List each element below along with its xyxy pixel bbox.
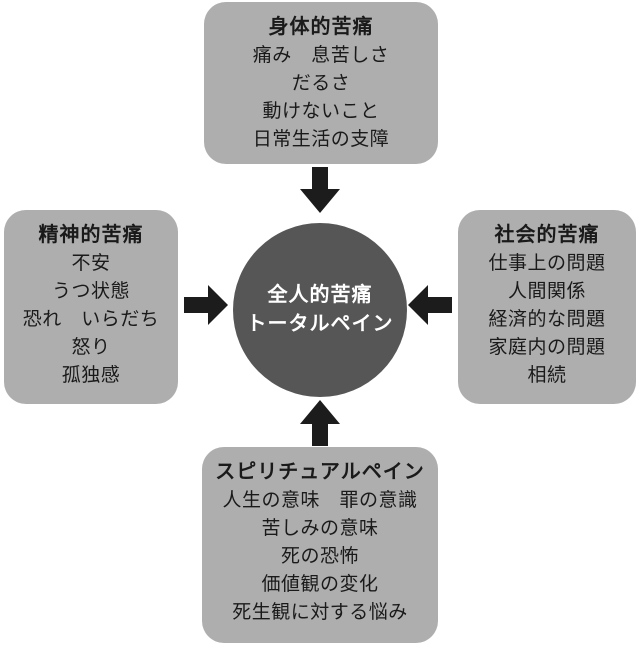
spiritual-pain-item: 人生の意味 罪の意識 xyxy=(222,490,418,511)
spiritual-pain-item: 死の恐怖 xyxy=(280,546,359,567)
mental-pain-item: うつ状態 xyxy=(51,281,130,302)
physical-pain-box: 身体的苦痛 痛み 息苦しさ だるさ 動けないこと 日常生活の支障 xyxy=(204,2,438,164)
social-pain-item: 相続 xyxy=(527,365,567,386)
social-pain-item: 人間関係 xyxy=(507,281,586,302)
social-pain-title: 社会的苦痛 xyxy=(494,224,600,246)
spiritual-pain-box: スピリチュアルペイン 人生の意味 罪の意識 苦しみの意味 死の恐怖 価値観の変化… xyxy=(202,447,438,643)
arrow-right-icon xyxy=(184,285,228,325)
mental-pain-box: 精神的苦痛 不安 うつ状態 恐れ いらだち 怒り 孤独感 xyxy=(4,210,178,404)
physical-pain-item: だるさ xyxy=(291,73,351,94)
social-pain-item: 家庭内の問題 xyxy=(488,337,606,358)
social-pain-item: 経済的な問題 xyxy=(488,309,606,330)
mental-pain-item: 恐れ いらだち xyxy=(22,309,160,330)
physical-pain-item: 痛み 息苦しさ xyxy=(252,45,390,66)
mental-pain-item: 不安 xyxy=(71,253,111,274)
total-pain-label-katakana: トータルペイン xyxy=(246,313,394,335)
arrow-left-icon xyxy=(408,285,452,325)
social-pain-item: 仕事上の問題 xyxy=(488,253,606,274)
arrow-down-icon xyxy=(300,167,340,213)
spiritual-pain-title: スピリチュアルペイン xyxy=(215,461,425,483)
mental-pain-title: 精神的苦痛 xyxy=(38,224,144,246)
spiritual-pain-item: 死生観に対する悩み xyxy=(232,602,408,623)
physical-pain-title: 身体的苦痛 xyxy=(268,16,374,38)
total-pain-label-ja: 全人的苦痛 xyxy=(267,284,373,306)
physical-pain-item: 日常生活の支障 xyxy=(252,129,390,150)
total-pain-circle: 全人的苦痛 トータルペイン xyxy=(233,223,407,397)
mental-pain-item: 孤独感 xyxy=(61,365,121,386)
physical-pain-item: 動けないこと xyxy=(262,101,380,122)
spiritual-pain-item: 価値観の変化 xyxy=(261,574,379,595)
mental-pain-item: 怒り xyxy=(71,337,111,358)
arrow-up-icon xyxy=(300,400,340,446)
spiritual-pain-item: 苦しみの意味 xyxy=(261,518,379,539)
social-pain-box: 社会的苦痛 仕事上の問題 人間関係 経済的な問題 家庭内の問題 相続 xyxy=(458,210,636,404)
